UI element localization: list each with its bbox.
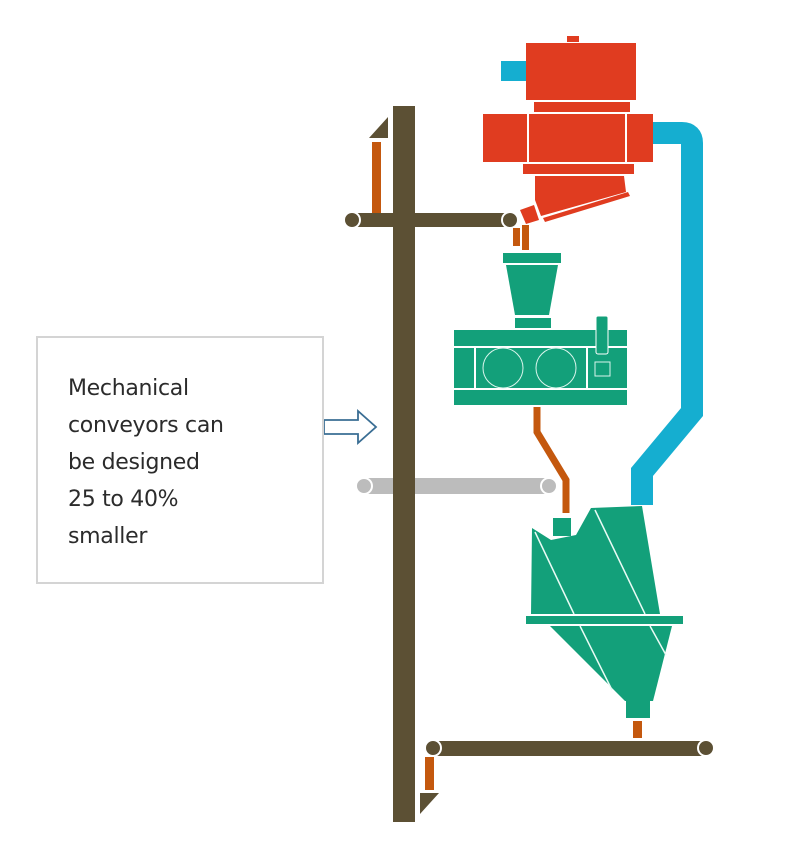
previous-conveyor-pulley-left [355, 477, 373, 495]
bottom-belt-conveyor [433, 741, 705, 756]
callout-line: conveyors can [68, 413, 224, 438]
elevator-foot-triangle [420, 793, 439, 814]
top-belt-conveyor [352, 213, 512, 227]
bottom-conveyor-pulley-right [697, 739, 715, 757]
elevator-foot-chute [425, 757, 434, 790]
callout-line: be designed [68, 450, 200, 475]
roll-compactor [454, 253, 627, 405]
crusher-outlet-chute-b [522, 225, 529, 250]
callout-text: Mechanical conveyors can be designed 25 … [68, 370, 318, 555]
right-arrow-icon [323, 408, 378, 446]
elevator-head-chute [372, 142, 381, 213]
crusher-outlet-chute-a [513, 228, 520, 246]
top-conveyor-pulley-left [343, 211, 361, 229]
crusher [483, 36, 653, 224]
elevator-head-triangle [369, 117, 388, 138]
callout-line: 25 to 40% [68, 487, 179, 512]
air-duct [631, 122, 703, 505]
elevator-column [393, 106, 415, 822]
bottom-conveyor-pulley-left [424, 739, 442, 757]
top-conveyor-pulley-right [501, 211, 519, 229]
cyclone-outlet-chute [633, 721, 642, 738]
previous-conveyor-size [364, 478, 552, 494]
motor-cooling-box [501, 61, 526, 81]
cyclone-classifier [526, 506, 683, 718]
callout-line: Mechanical [68, 376, 189, 401]
compactor-outlet-chute [533, 407, 570, 513]
callout-line: smaller [68, 524, 148, 549]
callout-box: Mechanical conveyors can be designed 25 … [36, 336, 324, 584]
previous-conveyor-pulley-right [540, 477, 558, 495]
elevator-column-overlap [393, 470, 415, 500]
